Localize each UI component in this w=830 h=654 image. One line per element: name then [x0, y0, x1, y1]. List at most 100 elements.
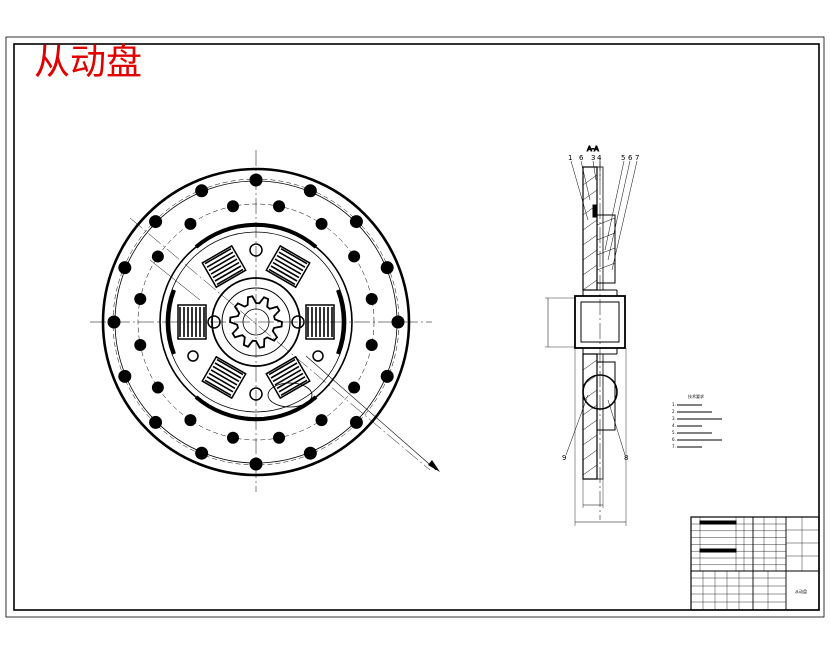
hub-bore	[242, 308, 270, 336]
rivet	[149, 415, 163, 429]
hub-spline	[229, 295, 283, 349]
rivet	[226, 200, 239, 213]
hub-rivet	[312, 350, 324, 362]
hub-rivet	[291, 315, 305, 329]
rivet	[315, 414, 328, 427]
section-label: A-A	[587, 145, 599, 153]
damper-arc-right	[336, 289, 346, 355]
leader-number: 6	[579, 154, 584, 162]
hatch-top	[582, 174, 598, 291]
hub-rivet	[207, 315, 221, 329]
damper-spring	[201, 244, 247, 289]
rivet	[380, 261, 394, 275]
rivet	[249, 457, 263, 471]
leader-line	[305, 355, 437, 471]
rivet	[391, 315, 405, 329]
inner-frame	[13, 43, 820, 611]
damper-arc-outer-bottom	[194, 395, 318, 422]
outer-frame	[5, 36, 825, 618]
section-cut-line	[129, 217, 431, 471]
leader-number: 5	[621, 154, 625, 162]
damper-springs	[177, 244, 335, 400]
spring-seat-bottom	[596, 361, 616, 431]
note-line: 5.	[672, 430, 676, 435]
rivet	[348, 250, 361, 263]
technical-notes: 技术要求 1.2.3.4.5.6.7.	[672, 393, 722, 449]
spring-hatch-top	[596, 217, 616, 271]
leader-number: 1	[568, 154, 572, 162]
rivet	[151, 250, 164, 263]
rivet	[365, 292, 378, 305]
rivet-holes	[107, 173, 405, 471]
title-block: 从动盘	[690, 516, 820, 611]
spring-seat-top	[596, 214, 616, 284]
rivet	[273, 431, 286, 444]
damper-spring	[265, 355, 311, 400]
rivet-top	[592, 204, 598, 218]
rivet	[195, 446, 209, 460]
rivet	[118, 369, 132, 383]
note-line: 6.	[672, 437, 676, 442]
leader-lines	[565, 160, 638, 456]
damper-spring	[305, 304, 335, 340]
rivet	[303, 446, 317, 460]
note-line: 7.	[672, 444, 676, 449]
leader-number: 8	[624, 454, 628, 462]
leader-number: 7	[635, 154, 639, 162]
damper-arc-left	[166, 289, 176, 355]
rivet	[149, 215, 163, 229]
damper-spring	[201, 355, 247, 400]
leader-number: 3	[591, 154, 595, 162]
rivet	[365, 339, 378, 352]
damper-spring	[177, 304, 207, 340]
leader-number: 6	[628, 154, 633, 162]
leader-number: 4	[597, 154, 602, 162]
rivet	[107, 315, 121, 329]
plate-ring	[165, 231, 347, 413]
damper-spring	[265, 244, 311, 289]
rivet	[315, 217, 328, 230]
note-line: 1.	[672, 402, 676, 407]
rivet	[195, 184, 209, 198]
title-block-name: 从动盘	[795, 588, 807, 594]
friction-disk-outer	[101, 167, 411, 477]
damper-arc-outer	[194, 222, 318, 249]
leader-arrowhead	[428, 460, 440, 472]
hub-flange	[221, 287, 291, 357]
rivet	[348, 381, 361, 394]
hub-outer	[211, 277, 301, 367]
notes-title: 技术要求	[688, 393, 704, 399]
spring-section-circle	[582, 374, 618, 410]
rivet	[303, 184, 317, 198]
hub-rivet	[249, 387, 263, 401]
rivet	[151, 381, 164, 394]
title-block-emblem	[699, 520, 737, 525]
leader-line	[149, 259, 201, 301]
hub-rivet	[249, 243, 263, 257]
rivet	[118, 261, 132, 275]
rivet	[184, 414, 197, 427]
rivet	[134, 339, 147, 352]
rivet	[226, 431, 239, 444]
section-view: A-A	[545, 145, 639, 526]
note-line: 4.	[672, 423, 676, 428]
rivet	[349, 215, 363, 229]
front-view	[90, 150, 440, 492]
hub-rivet	[187, 350, 199, 362]
drawing-title: 从动盘	[34, 42, 142, 83]
rivet	[380, 369, 394, 383]
title-block-emblem	[699, 548, 737, 553]
rivet	[184, 217, 197, 230]
friction-plate-bottom	[582, 353, 598, 480]
rivet-pitch-circle-inner	[137, 203, 375, 441]
hub-section	[574, 295, 626, 349]
title-block-frame	[690, 516, 820, 611]
rivet	[134, 292, 147, 305]
rivet	[349, 415, 363, 429]
hub-bore-section	[580, 301, 620, 343]
friction-plate-cut	[267, 382, 313, 408]
rivet	[249, 173, 263, 187]
hatch-bottom	[582, 359, 598, 476]
note-line: 2.	[672, 409, 676, 414]
